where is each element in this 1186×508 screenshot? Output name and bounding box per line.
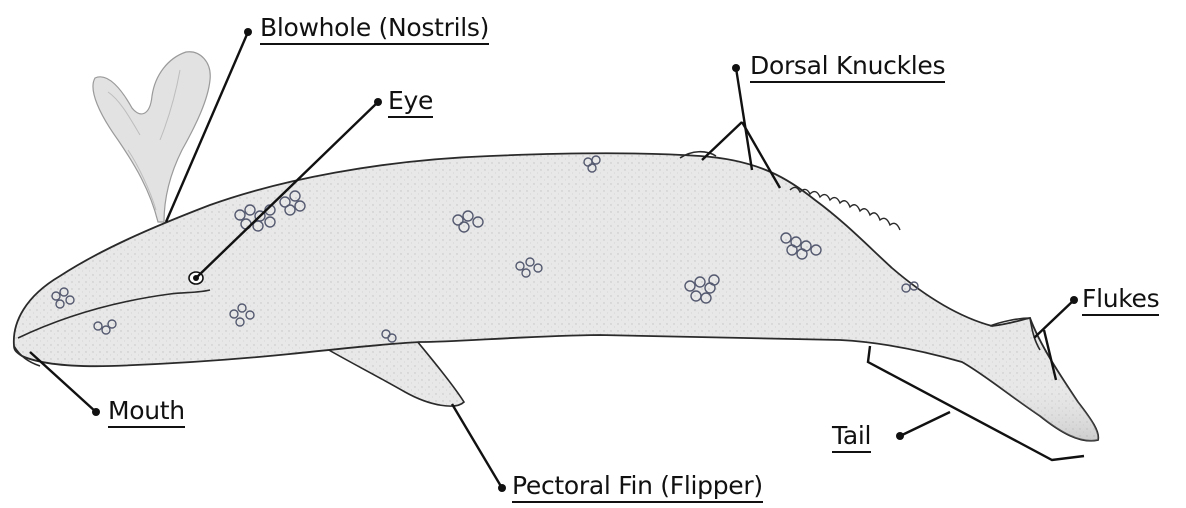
pectoral-leader	[452, 404, 502, 488]
label-eye: Eye	[388, 88, 433, 118]
label-tail: Tail	[832, 423, 871, 453]
blow-spout	[93, 52, 210, 222]
label-blowhole: Blowhole (Nostrils)	[260, 15, 489, 45]
dorsal-leader-a	[736, 68, 752, 170]
label-mouth: Mouth	[108, 398, 185, 428]
tail-leader	[900, 412, 950, 436]
label-flukes: Flukes	[1082, 286, 1159, 316]
label-pectoral-fin: Pectoral Fin (Flipper)	[512, 473, 763, 503]
label-dorsal-knuckles: Dorsal Knuckles	[750, 53, 945, 83]
dorsal-leader-b	[702, 122, 742, 160]
flukes-leader-a	[1034, 300, 1074, 338]
